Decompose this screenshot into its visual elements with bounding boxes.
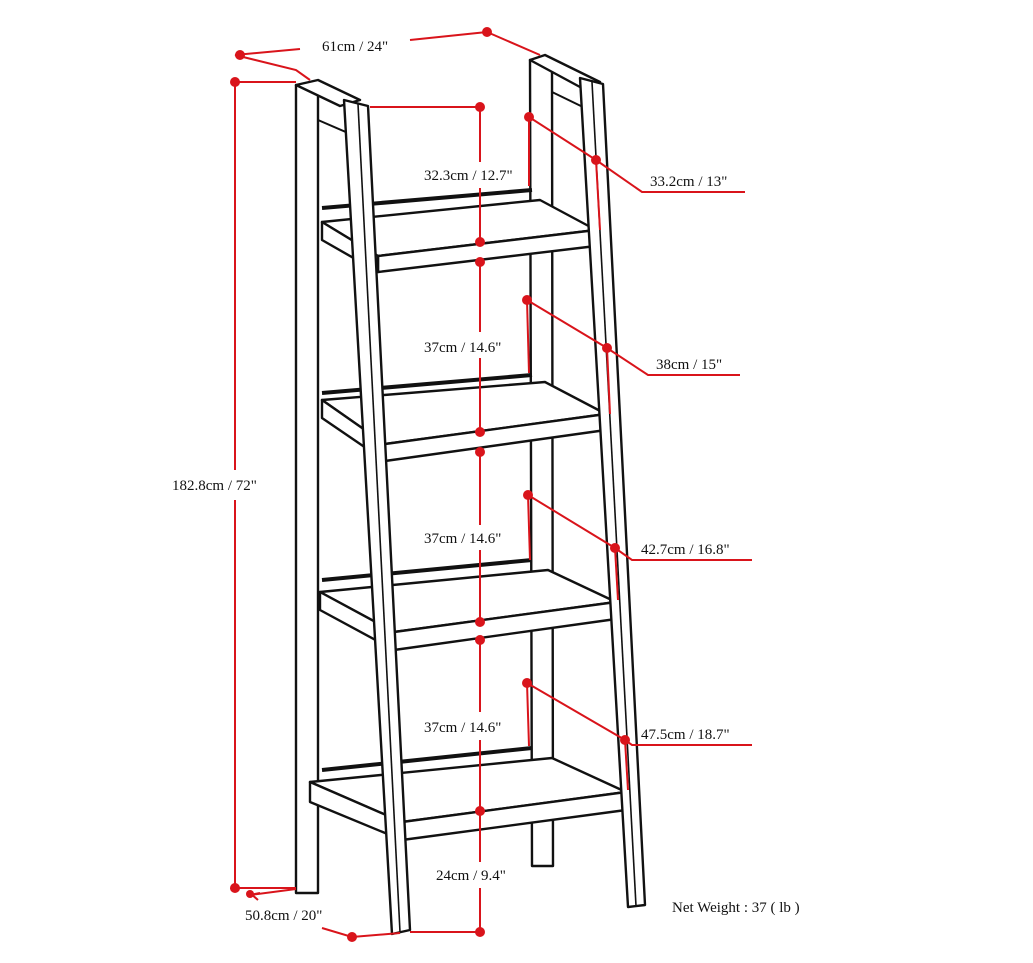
shelf-4 — [308, 746, 628, 842]
shelf-depth-label-1: 33.2cm / 13" — [650, 174, 727, 190]
back-right-post — [528, 53, 602, 868]
overall-height-label: 182.8cm / 72" — [172, 478, 257, 494]
shelf-depth-label-4: 47.5cm / 18.7" — [641, 727, 730, 743]
net-weight-label: Net Weight : 37 ( lb ) — [672, 900, 800, 916]
bottom-clearance-label: 24cm / 9.4" — [436, 868, 506, 884]
shelf-spacing-label-4: 37cm / 14.6" — [424, 720, 501, 736]
overall-width-label: 61cm / 24" — [322, 39, 388, 55]
shelf-depth-label-3: 42.7cm / 16.8" — [641, 542, 730, 558]
shelf-3 — [318, 558, 618, 652]
shelf-depth-label-2: 38cm / 15" — [656, 357, 722, 373]
shelf-spacing-label-3: 37cm / 14.6" — [424, 531, 501, 547]
overall-depth-label: 50.8cm / 20" — [245, 908, 322, 924]
front-left-leg — [342, 98, 412, 936]
dimension-lines — [230, 27, 752, 942]
shelf-spacing-label-1: 32.3cm / 12.7" — [424, 168, 513, 184]
back-left-post — [294, 78, 362, 895]
shelf-spacing-label-2: 37cm / 14.6" — [424, 340, 501, 356]
